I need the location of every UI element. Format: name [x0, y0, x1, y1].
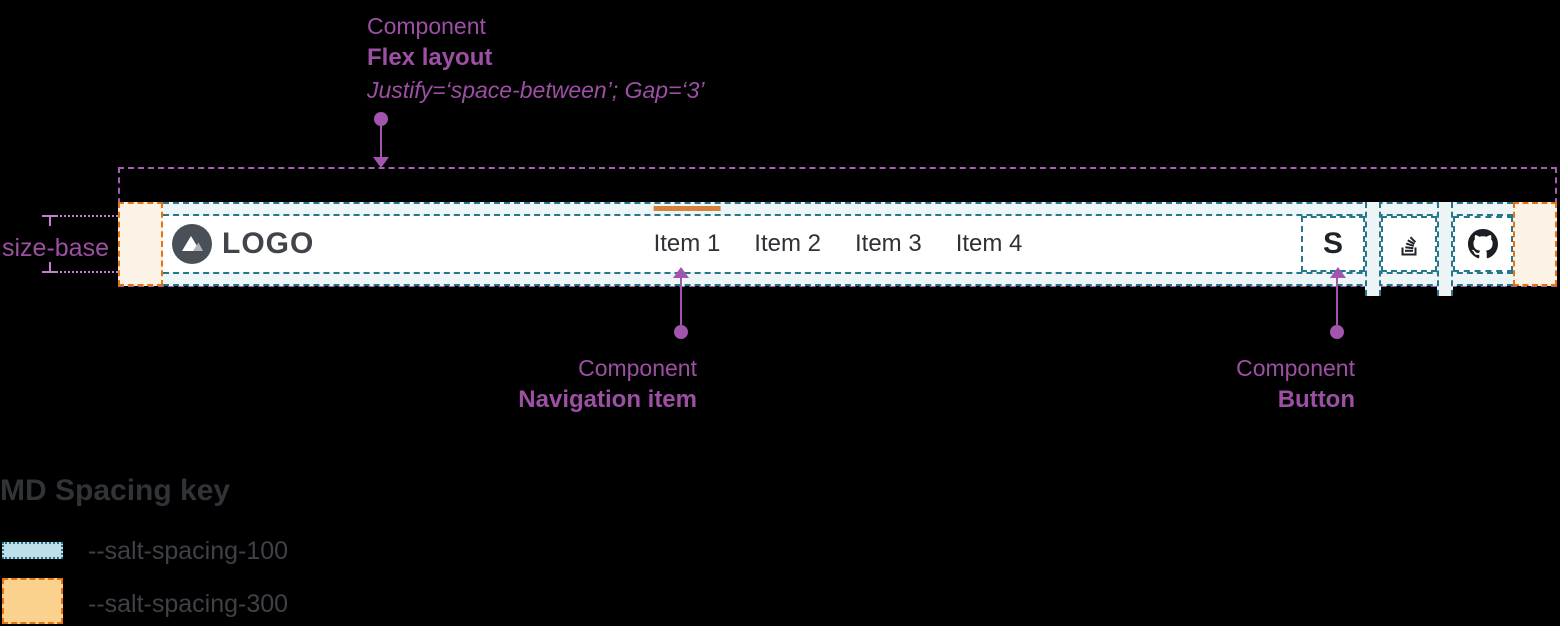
spacing-300-block-right — [1513, 202, 1557, 286]
annotation-kicker: Component — [578, 355, 697, 381]
connector-dot — [674, 325, 688, 339]
bracket-tick-bottom — [42, 271, 58, 273]
legend-swatch-spacing-300 — [2, 578, 63, 624]
arrow-down-icon — [373, 157, 389, 168]
nav-item-label: Item 3 — [855, 230, 922, 257]
legend-label-spacing-100: --salt-spacing-100 — [88, 537, 289, 565]
bracket-dotted-line-top — [60, 215, 118, 217]
connector-line — [1336, 277, 1338, 325]
annotation-title: Button — [1277, 386, 1355, 413]
stackoverflow-s-icon: S — [1322, 227, 1343, 260]
bracket-tick-top — [42, 215, 58, 217]
stackoverflow-icon — [1396, 231, 1422, 257]
button-annotation: Component Button — [1236, 353, 1355, 415]
navbar-body: LOGO Item 1 Item 2 Item 3 Item 4 — [163, 202, 1513, 286]
nav-item-annotation: Component Navigation item — [518, 353, 697, 415]
nav-items: Item 1 Item 2 Item 3 Item 4 — [653, 206, 1023, 272]
arrow-up-icon — [1330, 267, 1346, 278]
button-stackoverflow-s[interactable]: S — [1301, 216, 1365, 272]
nav-item-label: Item 1 — [653, 230, 721, 257]
button-github[interactable] — [1453, 216, 1513, 272]
active-indicator — [653, 206, 721, 211]
nav-item-label: Item 2 — [754, 230, 821, 257]
logo-text: LOGO — [222, 227, 315, 260]
connector-line — [680, 277, 682, 325]
spacing-100-strip-top — [163, 202, 1513, 216]
navbar-content: LOGO Item 1 Item 2 Item 3 Item 4 — [163, 206, 1513, 272]
nav-item-4[interactable]: Item 4 — [956, 216, 1023, 272]
annotation-title: Navigation item — [518, 386, 697, 413]
legend-title: MD Spacing key — [0, 474, 231, 507]
legend-swatch-spacing-100 — [2, 542, 63, 559]
logo[interactable]: LOGO — [172, 224, 314, 264]
spacing-100-gap-1 — [1365, 202, 1381, 296]
connector-dot — [1330, 325, 1344, 339]
spacing-100-strip-bottom — [163, 272, 1513, 286]
annotation-detail: Justify=‘space-between’; Gap=‘3’ — [367, 77, 705, 103]
annotation-kicker: Component — [1236, 355, 1355, 381]
spacing-100-gap-2 — [1437, 202, 1453, 296]
navigation-bar: LOGO Item 1 Item 2 Item 3 Item 4 — [118, 202, 1557, 296]
button-stackoverflow[interactable] — [1381, 216, 1437, 272]
github-icon — [1468, 229, 1498, 259]
bracket-stem-top — [49, 217, 51, 226]
nav-item-1[interactable]: Item 1 — [653, 206, 721, 272]
flex-layout-annotation: Component Flex layout Justify=‘space-bet… — [367, 10, 705, 106]
legend-label-spacing-300: --salt-spacing-300 — [88, 590, 289, 618]
size-base-label: size-base — [2, 234, 109, 262]
bracket-stem-bottom — [49, 262, 51, 271]
logo-mountain-icon — [172, 224, 212, 264]
connector-dot — [374, 112, 388, 126]
bracket-dotted-line-bottom — [60, 271, 118, 273]
nav-item-3[interactable]: Item 3 — [855, 216, 922, 272]
annotation-title: Flex layout — [367, 44, 493, 71]
connector-line — [380, 124, 382, 158]
arrow-up-icon — [673, 267, 689, 278]
nav-item-2[interactable]: Item 2 — [754, 216, 821, 272]
nav-item-label: Item 4 — [955, 230, 1023, 257]
spacing-300-block-left — [118, 202, 163, 286]
annotation-kicker: Component — [367, 13, 486, 39]
